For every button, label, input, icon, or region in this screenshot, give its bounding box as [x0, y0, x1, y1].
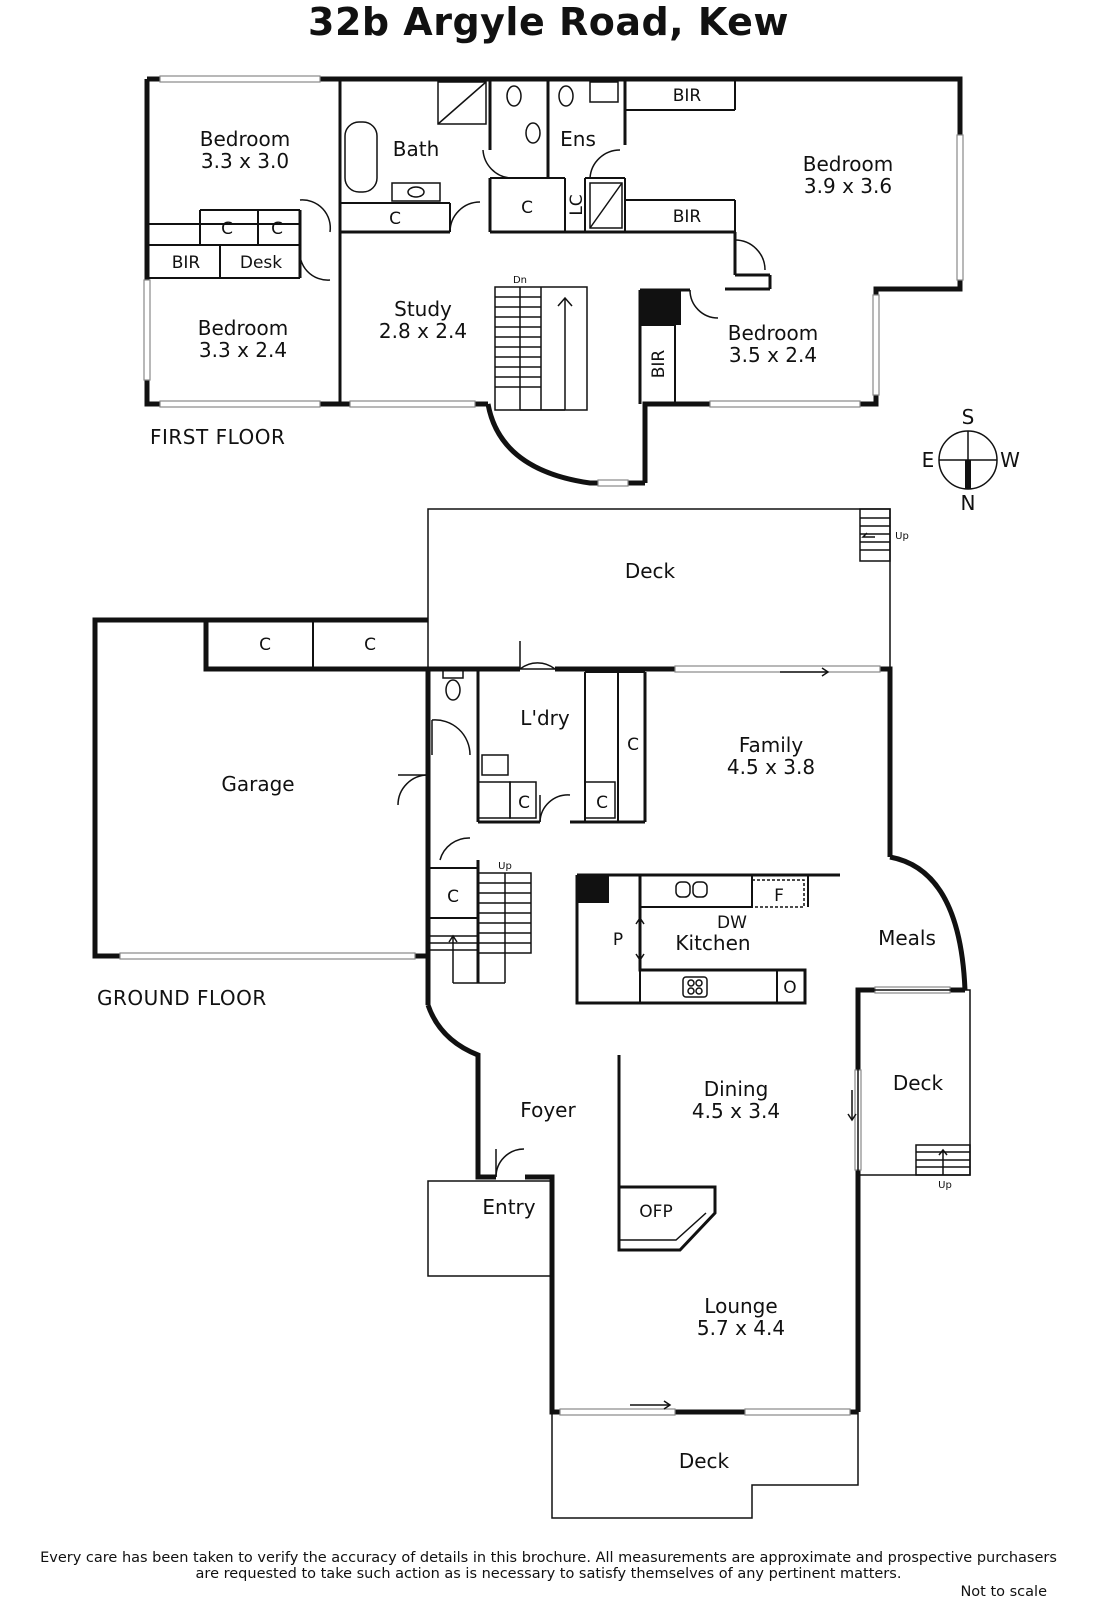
bir-label: BIR — [649, 350, 669, 379]
oven-label: O — [783, 978, 796, 998]
foyer-label: Foyer — [520, 1098, 576, 1122]
ground-floor-plan — [92, 508, 971, 1519]
family-name: Family — [739, 733, 804, 757]
disclaimer-line-2: are requested to take such action as is … — [195, 1566, 902, 1582]
disclaimer: Every care has been taken to verify the … — [0, 1550, 1097, 1582]
stairs-up-label: Up — [895, 531, 909, 542]
compass: S E W N — [922, 405, 1020, 515]
cupboard-label: C — [271, 219, 283, 239]
desk-label: Desk — [240, 253, 282, 273]
lounge-name: Lounge — [704, 1294, 777, 1318]
bir-label: BIR — [172, 253, 201, 273]
not-to-scale-note: Not to scale — [960, 1584, 1047, 1600]
kitchen-label: Kitchen — [675, 931, 750, 955]
meals-label: Meals — [878, 926, 936, 950]
pantry-label: P — [613, 930, 623, 950]
cupboard-label: C — [364, 635, 376, 655]
bir-label: BIR — [673, 86, 702, 106]
bedroom-3-name: Bedroom — [728, 321, 818, 345]
master-bedroom-name: Bedroom — [803, 152, 893, 176]
entry-label: Entry — [482, 1195, 535, 1219]
bir-label: BIR — [673, 207, 702, 227]
cupboard-label: C — [627, 735, 639, 755]
study-size: 2.8 x 2.4 — [379, 319, 467, 343]
bedroom-2-name: Bedroom — [198, 316, 288, 340]
first-floor-plan — [143, 75, 964, 487]
stairs-up-label: Up — [498, 861, 512, 872]
study-name: Study — [394, 297, 452, 321]
cupboard-label: C — [447, 887, 459, 907]
stair-treads-first — [495, 287, 573, 411]
garage-label: Garage — [221, 772, 294, 796]
laundry-label: L'dry — [520, 706, 570, 730]
lounge-size: 5.7 x 4.4 — [697, 1316, 785, 1340]
side-deck-label: Deck — [893, 1071, 944, 1095]
dining-name: Dining — [704, 1077, 769, 1101]
cupboard-label: C — [521, 198, 533, 218]
master-bedroom-size: 3.9 x 3.6 — [804, 174, 892, 198]
bedroom-2-size: 3.3 x 2.4 — [199, 338, 287, 362]
family-size: 4.5 x 3.8 — [727, 755, 815, 779]
bottom-deck-label: Deck — [679, 1449, 730, 1473]
page-title: 32b Argyle Road, Kew — [308, 0, 789, 44]
cupboard-label: C — [518, 793, 530, 813]
ensuite-label: Ens — [560, 127, 596, 151]
first-floor-label: FIRST FLOOR — [150, 425, 285, 449]
compass-north: N — [961, 491, 976, 515]
stairs-down-label: Dn — [513, 275, 527, 286]
bath-label: Bath — [393, 137, 440, 161]
bedroom-3-size: 3.5 x 2.4 — [729, 343, 817, 367]
cupboard-label: C — [389, 209, 401, 229]
cupboard-label: C — [596, 793, 608, 813]
bedroom-1-name: Bedroom — [200, 127, 290, 151]
fireplace-label: OFP — [639, 1202, 672, 1222]
compass-south: S — [962, 405, 975, 429]
stairs-up-label: Up — [938, 1180, 952, 1191]
compass-west: W — [1000, 448, 1020, 472]
disclaimer-line-1: Every care has been taken to verify the … — [40, 1550, 1057, 1566]
cupboard-label: C — [259, 635, 271, 655]
bedroom-1-size: 3.3 x 3.0 — [201, 149, 289, 173]
cupboard-label: C — [221, 219, 233, 239]
fridge-label: F — [774, 886, 784, 906]
dishwasher-label: DW — [717, 913, 747, 933]
linen-cupboard-label: LC — [567, 194, 587, 215]
compass-east: E — [922, 448, 935, 472]
ground-floor-label: GROUND FLOOR — [97, 986, 267, 1010]
dining-size: 4.5 x 3.4 — [692, 1099, 780, 1123]
top-deck-label: Deck — [625, 559, 676, 583]
